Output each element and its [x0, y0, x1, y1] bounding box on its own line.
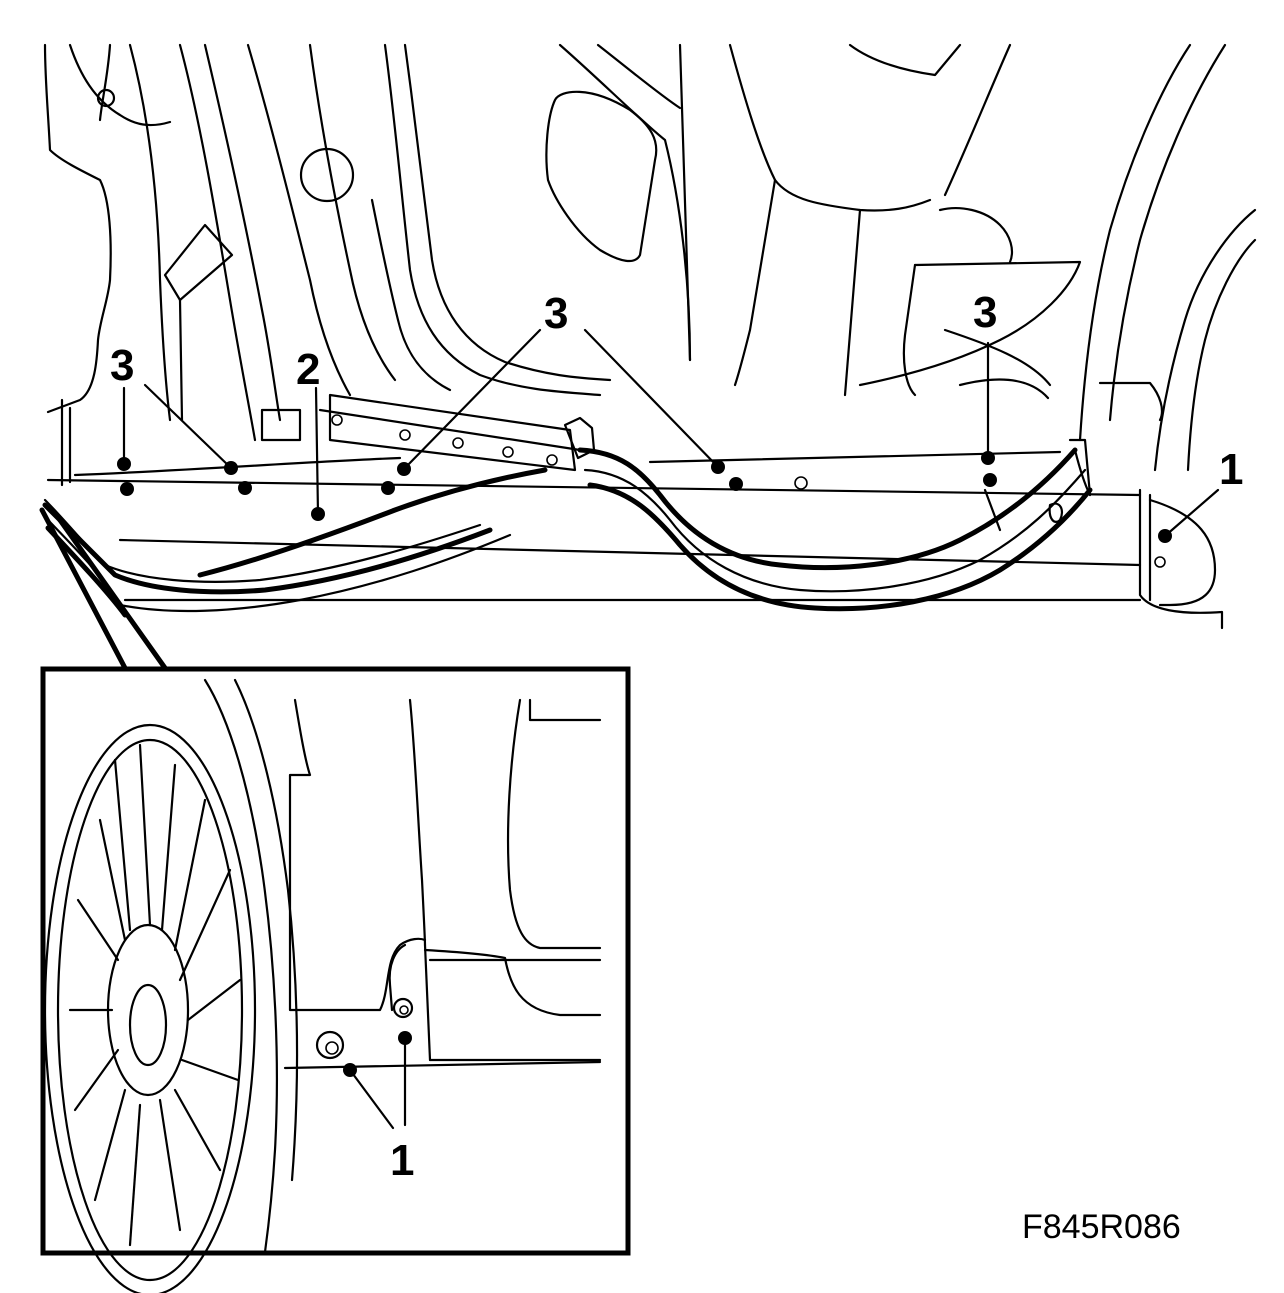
callout-2: 2: [296, 345, 320, 394]
callout-3-center: 3: [544, 289, 568, 338]
callout-1-main: 1: [1219, 445, 1243, 494]
callout-3-rear: 3: [110, 341, 134, 390]
figure-code: F845R086: [1022, 1208, 1181, 1246]
callout-1-inset: 1: [390, 1136, 414, 1185]
inset-view: [43, 678, 602, 1293]
inset-pointer: [39, 507, 168, 671]
callout-3-front: 3: [973, 288, 997, 337]
main-view: [42, 43, 1257, 630]
